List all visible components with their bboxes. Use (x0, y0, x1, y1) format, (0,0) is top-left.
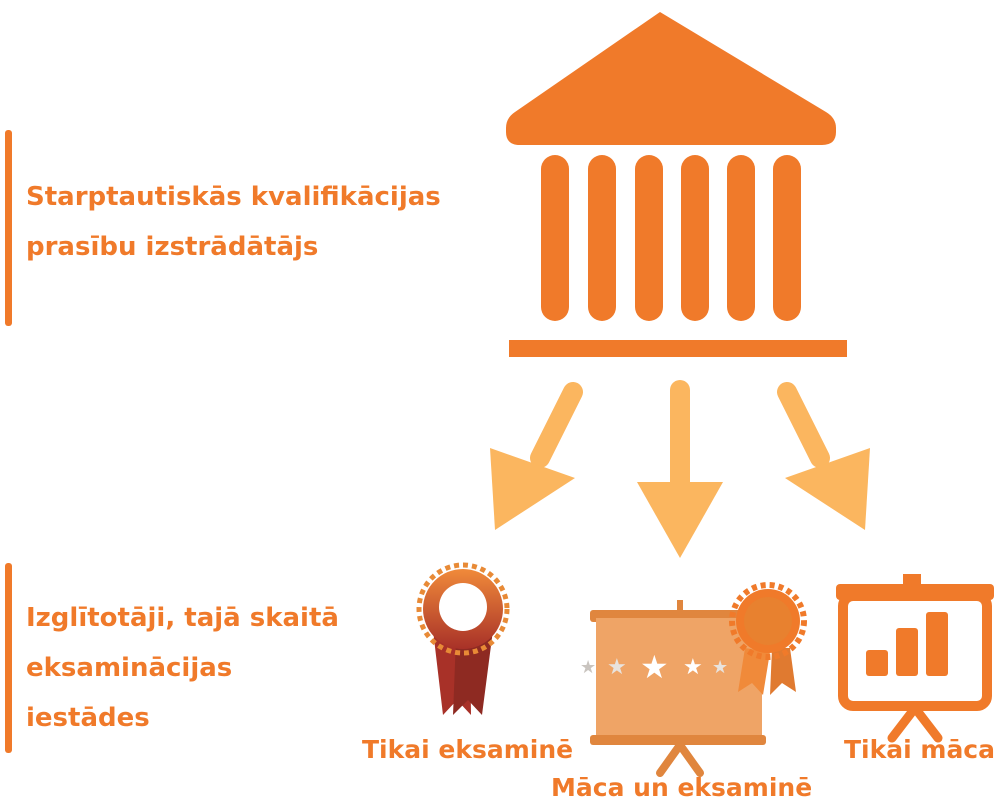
svg-text:★: ★ (712, 657, 728, 678)
down-arrow-icon (637, 380, 723, 558)
teach-only-caption: Tikai māca (844, 735, 996, 764)
award-ribbon-icon (416, 562, 510, 715)
educators-heading: Izglītotāji, tajā skaitā eksaminācijas i… (26, 593, 426, 743)
developer-heading-line-1: Starptautiskās kvalifikācijas (26, 182, 441, 212)
exam-only-caption: Tikai eksaminē (362, 735, 574, 764)
svg-text:★: ★ (580, 657, 596, 678)
svg-text:★: ★ (607, 655, 627, 680)
teach-and-exam-caption: Māca un eksaminē (551, 773, 813, 802)
institution-building-icon (506, 12, 847, 357)
svg-text:★: ★ (640, 648, 669, 686)
presentation-board-with-stars-and-award-icon: ★ ★ ★ ★ ★ (580, 582, 807, 777)
svg-text:★: ★ (683, 655, 703, 680)
developer-heading: Starptautiskās kvalifikācijas prasību iz… (26, 172, 496, 272)
accent-bar-top (5, 130, 12, 326)
developer-heading-line-2: prasību izstrādātājs (26, 232, 319, 262)
educators-heading-line-2: eksaminācijas (26, 653, 233, 683)
accent-bar-bottom (5, 563, 12, 753)
presentation-board-bar-chart-icon (836, 574, 994, 743)
educators-heading-line-3: iestādes (26, 703, 150, 733)
down-arrow-icon (490, 382, 583, 530)
educators-heading-line-1: Izglītotāji, tajā skaitā (26, 603, 339, 633)
down-arrow-icon (777, 382, 870, 530)
